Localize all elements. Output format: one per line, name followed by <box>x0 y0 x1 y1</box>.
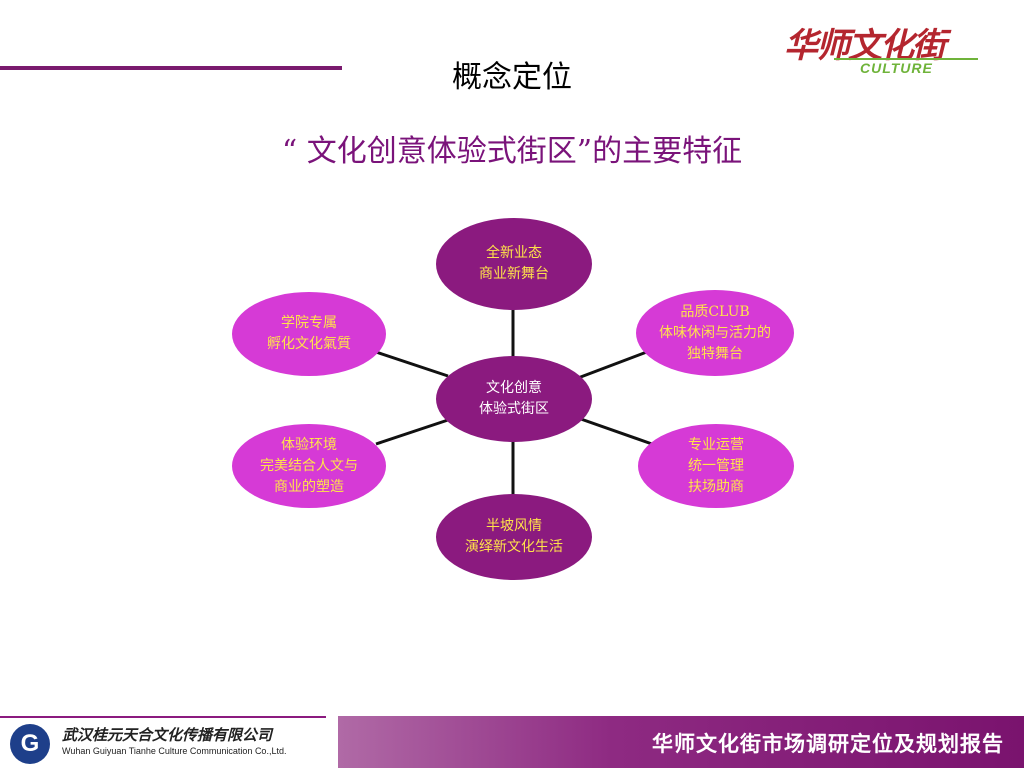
node-upper-right-line-3: 独特舞台 <box>687 345 743 362</box>
logo-underline <box>834 58 978 60</box>
node-top: 全新业态 商业新舞台 <box>436 218 592 310</box>
brand-logo: 华师文化街 CULTURE <box>774 16 984 78</box>
node-lower-left-line-3: 商业的塑造 <box>274 478 344 495</box>
footer-left-rule <box>0 716 326 718</box>
company-name-cn: 武汉桂元天合文化传播有限公司 <box>62 726 273 744</box>
connector-upper-right <box>577 348 653 380</box>
footer-company-panel: G 武汉桂元天合文化传播有限公司 Wuhan Guiyuan Tianhe Cu… <box>0 716 326 770</box>
node-bottom-line-1: 半坡风情 <box>486 518 542 534</box>
node-upper-right-line-2: 体味休闲与活力的 <box>659 324 771 341</box>
node-top-line-1: 全新业态 <box>486 245 542 261</box>
node-lower-left: 体验环境 完美结合人文与 商业的塑造 <box>232 424 386 508</box>
node-center-line-1: 文化创意 <box>486 380 542 396</box>
node-upper-left-line-2: 孵化文化氣質 <box>267 336 351 352</box>
title-divider-line <box>0 66 342 70</box>
node-upper-right-line-1: 品质CLUB <box>680 303 750 320</box>
node-upper-left: 学院专属 孵化文化氣質 <box>232 292 386 376</box>
connector-lower-right <box>577 416 653 446</box>
report-title: 华师文化街市场调研定位及规划报告 <box>652 732 1004 756</box>
company-name-en: Wuhan Guiyuan Tianhe Culture Communicati… <box>62 746 287 756</box>
node-center: 文化创意 体验式街区 <box>436 356 592 442</box>
footer-report-banner: 华师文化街市场调研定位及规划报告 <box>338 716 1024 768</box>
node-upper-right: 品质CLUB 体味休闲与活力的 独特舞台 <box>636 290 794 376</box>
node-lower-right-line-3: 扶场助商 <box>688 478 744 495</box>
node-bottom: 半坡风情 演绎新文化生活 <box>436 494 592 580</box>
node-lower-left-line-1: 体验环境 <box>281 436 337 453</box>
node-upper-left-line-1: 学院专属 <box>281 315 337 331</box>
connector-lower-left <box>375 418 449 446</box>
node-top-line-2: 商业新舞台 <box>479 266 549 282</box>
logo-sub-text: CULTURE <box>860 60 933 76</box>
node-lower-left-line-2: 完美结合人文与 <box>260 457 358 474</box>
page-subtitle: “ 文化创意体验式街区”的主要特征 <box>281 134 743 169</box>
node-lower-right-line-1: 专业运营 <box>688 436 744 453</box>
page-title: 概念定位 <box>452 60 572 95</box>
node-lower-right-line-2: 统一管理 <box>688 457 744 474</box>
connector-upper-left <box>375 350 449 378</box>
company-logo-icon: G <box>10 724 50 764</box>
node-lower-right: 专业运营 统一管理 扶场助商 <box>638 424 794 508</box>
node-bottom-line-2: 演绎新文化生活 <box>465 539 563 555</box>
node-center-line-2: 体验式街区 <box>479 401 549 417</box>
